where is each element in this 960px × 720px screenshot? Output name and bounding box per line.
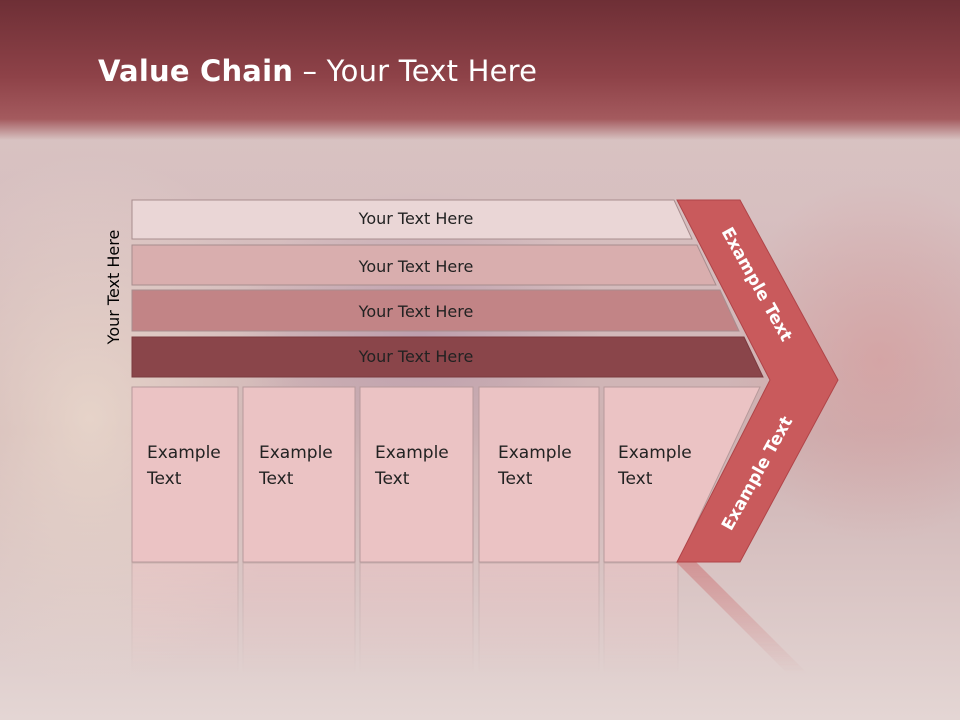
cell-3-line1: Example xyxy=(375,443,449,463)
cell-2-line1: Example xyxy=(259,443,333,463)
cell-3[interactable] xyxy=(359,386,474,563)
bar-4-label: Your Text Here xyxy=(358,347,474,366)
cell-reflection xyxy=(242,562,356,720)
cell-reflection xyxy=(478,562,600,720)
cell-5-line1: Example xyxy=(618,443,692,463)
cell-1-line2: Text xyxy=(146,469,182,489)
cell-reflection xyxy=(603,562,679,720)
cell-4-line1: Example xyxy=(498,443,572,463)
cell-5-line2: Text xyxy=(617,469,653,489)
cell-3-line2: Text xyxy=(374,469,410,489)
cell-4-line2: Text xyxy=(497,469,533,489)
cell-1[interactable] xyxy=(131,386,239,563)
title-bar xyxy=(0,0,960,140)
slide-title[interactable]: Value Chain – Your Text Here xyxy=(98,54,537,88)
cell-2[interactable] xyxy=(242,386,356,563)
arrow-reflection xyxy=(676,562,830,696)
cell-2-line2: Text xyxy=(258,469,294,489)
bar-2-label: Your Text Here xyxy=(358,257,474,276)
bar-3[interactable] xyxy=(131,289,740,332)
cell-reflection xyxy=(131,562,239,720)
diagram-reflection xyxy=(131,562,830,720)
bar-4[interactable] xyxy=(131,336,764,378)
cell-reflection xyxy=(359,562,474,720)
bar-2[interactable] xyxy=(131,244,717,286)
bar-1-label: Your Text Here xyxy=(358,209,474,228)
bar-1[interactable] xyxy=(131,199,693,240)
title-bold: Value Chain xyxy=(98,54,294,88)
cell-1-line1: Example xyxy=(147,443,221,463)
cell-4[interactable] xyxy=(478,386,600,563)
title-rest: – Your Text Here xyxy=(293,54,538,88)
chevron-arrow[interactable] xyxy=(676,199,839,563)
bar-3-label: Your Text Here xyxy=(358,302,474,321)
